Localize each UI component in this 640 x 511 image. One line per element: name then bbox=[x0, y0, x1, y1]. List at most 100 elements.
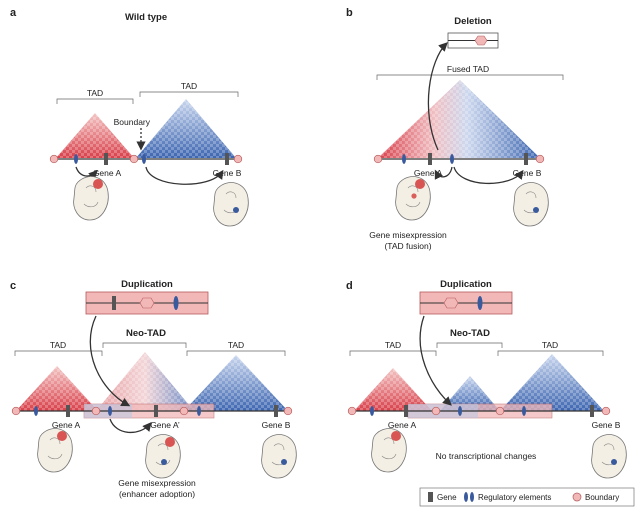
gene-a-label: Gene A bbox=[414, 168, 443, 178]
boundary-marker bbox=[179, 406, 189, 416]
embryo-image bbox=[371, 428, 407, 473]
gene-a-label: Gene A bbox=[388, 420, 417, 430]
regulatory-element bbox=[108, 406, 112, 416]
expression-spot bbox=[411, 193, 417, 199]
regulatory-element bbox=[34, 406, 38, 416]
expression-spot bbox=[611, 459, 617, 465]
legend-regulatory-label: Regulatory elements bbox=[478, 493, 551, 502]
gene-a-marker bbox=[404, 405, 408, 417]
regulation-arrow bbox=[75, 166, 98, 180]
neo-tad-label: Neo-TAD bbox=[126, 328, 166, 339]
duplication-arrow bbox=[419, 315, 452, 406]
gene-a-prime-marker bbox=[154, 405, 158, 417]
legend-boundary-label: Boundary bbox=[585, 493, 619, 502]
regulatory-element bbox=[450, 154, 454, 164]
boundary-marker bbox=[283, 406, 293, 416]
panel-c-caption-line2: (enhancer adoption) bbox=[119, 489, 195, 499]
tad-left-label: TAD bbox=[385, 340, 401, 350]
panel-c: c Duplication Neo-TAD TAD TAD Gene bbox=[10, 279, 297, 499]
panel-d-title: Duplication bbox=[440, 279, 492, 290]
regulatory-element bbox=[142, 154, 146, 164]
tad-right-bracket bbox=[139, 91, 239, 97]
regulatory-element bbox=[402, 154, 406, 164]
expression-spot bbox=[93, 179, 103, 189]
boundary-marker bbox=[347, 406, 357, 416]
boundary-marker bbox=[129, 154, 139, 164]
boundary-marker bbox=[601, 406, 611, 416]
boundary-marker bbox=[373, 154, 383, 164]
gene-b-marker bbox=[590, 405, 594, 417]
panel-b-caption-line2: (TAD fusion) bbox=[384, 241, 431, 251]
neo-tad-bracket bbox=[102, 342, 187, 348]
boundary-marker bbox=[535, 154, 545, 164]
panel-b: b Deletion Fused TAD Gene A Gene B Gene … bbox=[346, 7, 564, 251]
gene-b-marker bbox=[524, 153, 528, 165]
embryo-image bbox=[37, 428, 73, 473]
embryo-image bbox=[145, 434, 181, 479]
tad-left-label: TAD bbox=[50, 340, 66, 350]
panel-d-caption: No transcriptional changes bbox=[436, 451, 537, 461]
expression-spot bbox=[233, 207, 239, 213]
gene-b-label: Gene B bbox=[513, 168, 542, 178]
boundary-marker bbox=[11, 406, 21, 416]
regulation-arrow bbox=[434, 166, 453, 180]
neo-tad-label: Neo-TAD bbox=[450, 328, 490, 339]
panel-c-letter: c bbox=[10, 280, 16, 292]
boundary-marker bbox=[431, 406, 441, 416]
panel-b-caption-line1: Gene misexpression bbox=[369, 230, 447, 240]
regulatory-element bbox=[173, 296, 179, 310]
tad-left-bracket bbox=[14, 350, 103, 356]
legend-regulatory-swatch bbox=[464, 492, 468, 502]
embryo-image bbox=[73, 176, 109, 221]
panel-d-letter: d bbox=[346, 280, 353, 292]
boundary-marker bbox=[49, 154, 59, 164]
tad-left-bracket bbox=[56, 98, 134, 104]
gene-b-marker bbox=[225, 153, 229, 165]
gene-b-marker bbox=[274, 405, 278, 417]
legend: Gene Regulatory elements Boundary bbox=[419, 487, 635, 507]
legend-boundary-swatch bbox=[572, 492, 582, 502]
expression-spot bbox=[391, 431, 401, 441]
regulatory-element bbox=[370, 406, 374, 416]
fused-tad-bracket bbox=[376, 74, 564, 80]
expression-spot bbox=[161, 459, 167, 465]
panel-c-caption-line1: Gene misexpression bbox=[118, 478, 196, 488]
regulatory-element bbox=[522, 406, 526, 416]
duplicated-boundary bbox=[443, 297, 459, 309]
boundary-marker bbox=[91, 406, 101, 416]
legend-gene-swatch bbox=[428, 492, 433, 502]
legend-gene-label: Gene bbox=[437, 493, 457, 502]
duplication-arrow bbox=[89, 315, 131, 407]
panel-a: a Wild type TAD TAD Boundary Gene A Gene… bbox=[10, 7, 249, 227]
regulation-arrow bbox=[145, 166, 224, 185]
embryo-image bbox=[213, 182, 249, 227]
regulatory-element bbox=[197, 406, 201, 416]
tad-right-bracket bbox=[186, 350, 286, 356]
gene-b-label: Gene B bbox=[213, 168, 242, 178]
panel-b-letter: b bbox=[346, 7, 353, 19]
regulatory-element bbox=[477, 296, 483, 310]
panel-d: d Duplication Neo-TAD TAD TAD Gene A Gen… bbox=[346, 279, 627, 479]
gene-b-label: Gene B bbox=[262, 420, 291, 430]
neo-tad-bracket bbox=[436, 342, 503, 348]
regulation-arrow bbox=[453, 166, 524, 185]
tad-right-bracket bbox=[497, 350, 604, 356]
expression-spot bbox=[165, 437, 175, 447]
legend-box bbox=[419, 487, 635, 507]
tad-right-label: TAD bbox=[228, 340, 244, 350]
gene-a-marker bbox=[104, 153, 108, 165]
duplicated-boundary bbox=[139, 297, 155, 309]
regulatory-element bbox=[74, 154, 78, 164]
deletion-arrow bbox=[427, 42, 448, 151]
regulation-arrow bbox=[109, 418, 152, 434]
embryo-image bbox=[261, 434, 297, 479]
boundary-label: Boundary bbox=[114, 117, 151, 127]
panel-a-title: Wild type bbox=[125, 12, 167, 23]
gene-a-label: Gene A bbox=[52, 420, 81, 430]
expression-spot bbox=[57, 431, 67, 441]
expression-spot bbox=[415, 179, 425, 189]
gene-a-prime-label: Gene A’ bbox=[150, 420, 180, 430]
embryo-image bbox=[513, 182, 549, 227]
fused-tad-label: Fused TAD bbox=[447, 64, 489, 74]
